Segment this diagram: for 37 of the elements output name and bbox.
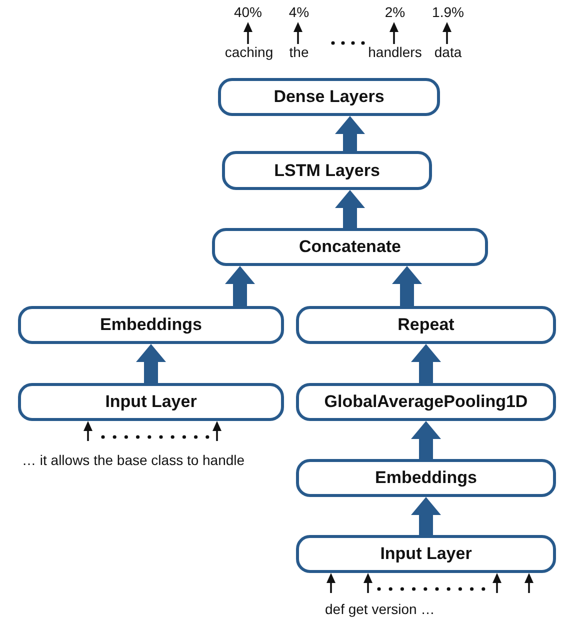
layer-box: Concatenate <box>212 228 488 266</box>
block-arrow <box>411 421 441 459</box>
probability-value: 40% <box>228 4 268 21</box>
output-token: data <box>432 44 464 62</box>
block-arrow <box>335 190 365 228</box>
input-text: … it allows the base class to handle <box>22 452 245 468</box>
block-arrow <box>225 266 255 306</box>
layer-box: Dense Layers <box>218 78 440 116</box>
arrow <box>212 421 222 441</box>
arrow <box>442 22 452 44</box>
block-arrow <box>136 344 166 383</box>
block-arrow <box>411 344 441 383</box>
layer-box: Embeddings <box>296 459 556 497</box>
block-arrow <box>411 497 441 535</box>
layer-box: GlobalAveragePooling1D <box>296 383 556 421</box>
arrow <box>294 22 302 44</box>
probability-value: 2% <box>380 4 410 21</box>
arrow <box>244 22 252 44</box>
arrow <box>84 421 92 441</box>
layer-box: Repeat <box>296 306 556 344</box>
output-token: handlers <box>363 44 427 62</box>
arrow <box>492 573 502 593</box>
probability-value: 1.9% <box>430 4 466 21</box>
layer-box: Embeddings <box>18 306 284 344</box>
block-arrow <box>392 266 422 306</box>
arrow <box>390 22 398 44</box>
input-text: def get version … <box>325 601 435 617</box>
block-arrow <box>335 116 365 151</box>
layer-box: Input Layer <box>296 535 556 573</box>
arrow <box>524 573 534 593</box>
output-token: the <box>285 44 313 62</box>
output-token: caching <box>220 44 278 62</box>
layer-box: LSTM Layers <box>222 151 432 190</box>
layer-box: Input Layer <box>18 383 284 421</box>
arrow <box>326 573 336 593</box>
arrow <box>364 573 372 593</box>
probability-value: 4% <box>284 4 314 21</box>
